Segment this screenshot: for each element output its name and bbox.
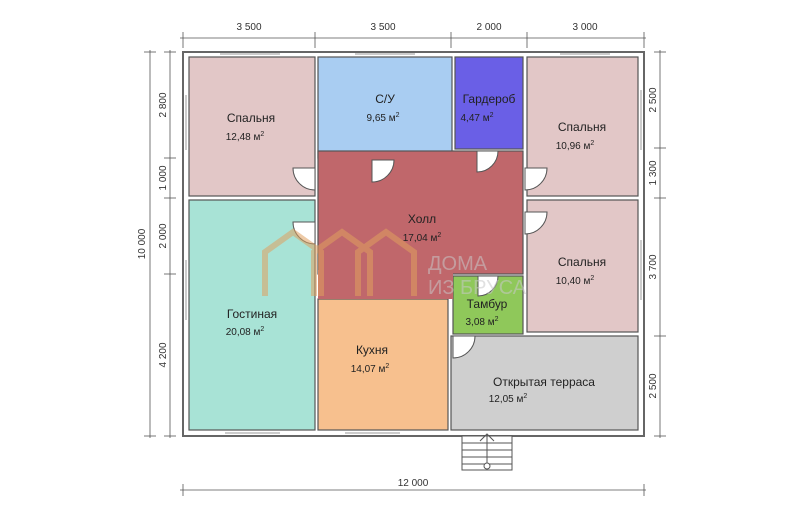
- door-bedroom-2: [524, 167, 548, 191]
- windows: [185, 53, 642, 434]
- room-hall: [317, 150, 524, 275]
- room-name: Спальня: [227, 111, 275, 125]
- watermark-logo-house-3: [355, 228, 417, 296]
- watermark-logo-house-1: [262, 228, 324, 296]
- room-area: 4,47 м2: [460, 112, 493, 124]
- dimension-labels: 3 500 3 500 2 000 3 000 12 000 10 000 2 …: [137, 22, 659, 489]
- door-terrace: [452, 335, 476, 359]
- room-area: 20,08 м2: [226, 326, 265, 338]
- room-area: 10,40 м2: [556, 275, 595, 287]
- room-name: Открытая терраса: [493, 375, 595, 389]
- dim-right-3: 3 700: [648, 254, 659, 279]
- room-area: 10,96 м2: [556, 140, 595, 152]
- door-vestibule: [477, 275, 499, 297]
- dim-bottom: 12 000: [398, 478, 429, 489]
- watermark-logo-house-2: [311, 228, 373, 296]
- dim-top-2: 3 500: [370, 22, 395, 33]
- door-wardrobe: [476, 150, 499, 173]
- room-area: 12,05 м2: [489, 393, 528, 405]
- room-area: 17,04 м2: [403, 232, 442, 244]
- door-bedroom-3: [524, 211, 548, 235]
- dim-right-2: 1 300: [648, 160, 659, 185]
- door-bathroom: [371, 159, 395, 183]
- room-bathroom: [317, 56, 453, 159]
- dimension-lines: [144, 32, 666, 496]
- room-area: 14,07 м2: [351, 363, 390, 375]
- dim-left-3: 2 000: [158, 223, 169, 248]
- room-terrace: [450, 335, 639, 431]
- room-name: Гардероб: [463, 92, 516, 106]
- room-name: Спальня: [558, 120, 606, 134]
- room-wardrobe: [454, 56, 524, 150]
- watermark-text-2: ИЗ БРУСА: [428, 277, 527, 299]
- dim-top-3: 2 000: [476, 22, 501, 33]
- room-name: Холл: [408, 212, 436, 226]
- dim-left-2: 1 000: [158, 165, 169, 190]
- room-area: 9,65 м2: [366, 112, 399, 124]
- door-bedroom-1: [292, 167, 316, 191]
- room-vestibule: [452, 275, 524, 335]
- room-name: С/У: [375, 92, 395, 106]
- room-area: 3,08 м2: [465, 316, 498, 328]
- dim-right-1: 2 500: [648, 87, 659, 112]
- room-living: [188, 199, 316, 431]
- dim-left-1: 2 800: [158, 92, 169, 117]
- room-kitchen: [317, 298, 449, 431]
- room-name: Гостиная: [227, 307, 277, 321]
- room-area: 12,48 м2: [226, 131, 265, 143]
- dim-left-4: 4 200: [158, 342, 169, 367]
- entrance-stairs: [461, 433, 513, 471]
- room-bedroom-3: [526, 199, 639, 333]
- room-labels: Спальня 12,48 м2 С/У 9,65 м2 Гардероб 4,…: [226, 92, 606, 405]
- room-name: Кухня: [356, 343, 388, 357]
- room-name: Спальня: [558, 255, 606, 269]
- watermark-text-1: ДОМА: [428, 253, 488, 275]
- room-hall-extension: [318, 270, 453, 299]
- watermark: ДОМА ИЗ БРУСА: [262, 228, 527, 299]
- dim-right-4: 2 500: [648, 373, 659, 398]
- room-name: Тамбур: [467, 297, 508, 311]
- dim-top-4: 3 000: [572, 22, 597, 33]
- dim-left-total: 10 000: [137, 228, 148, 259]
- dim-top-1: 3 500: [236, 22, 261, 33]
